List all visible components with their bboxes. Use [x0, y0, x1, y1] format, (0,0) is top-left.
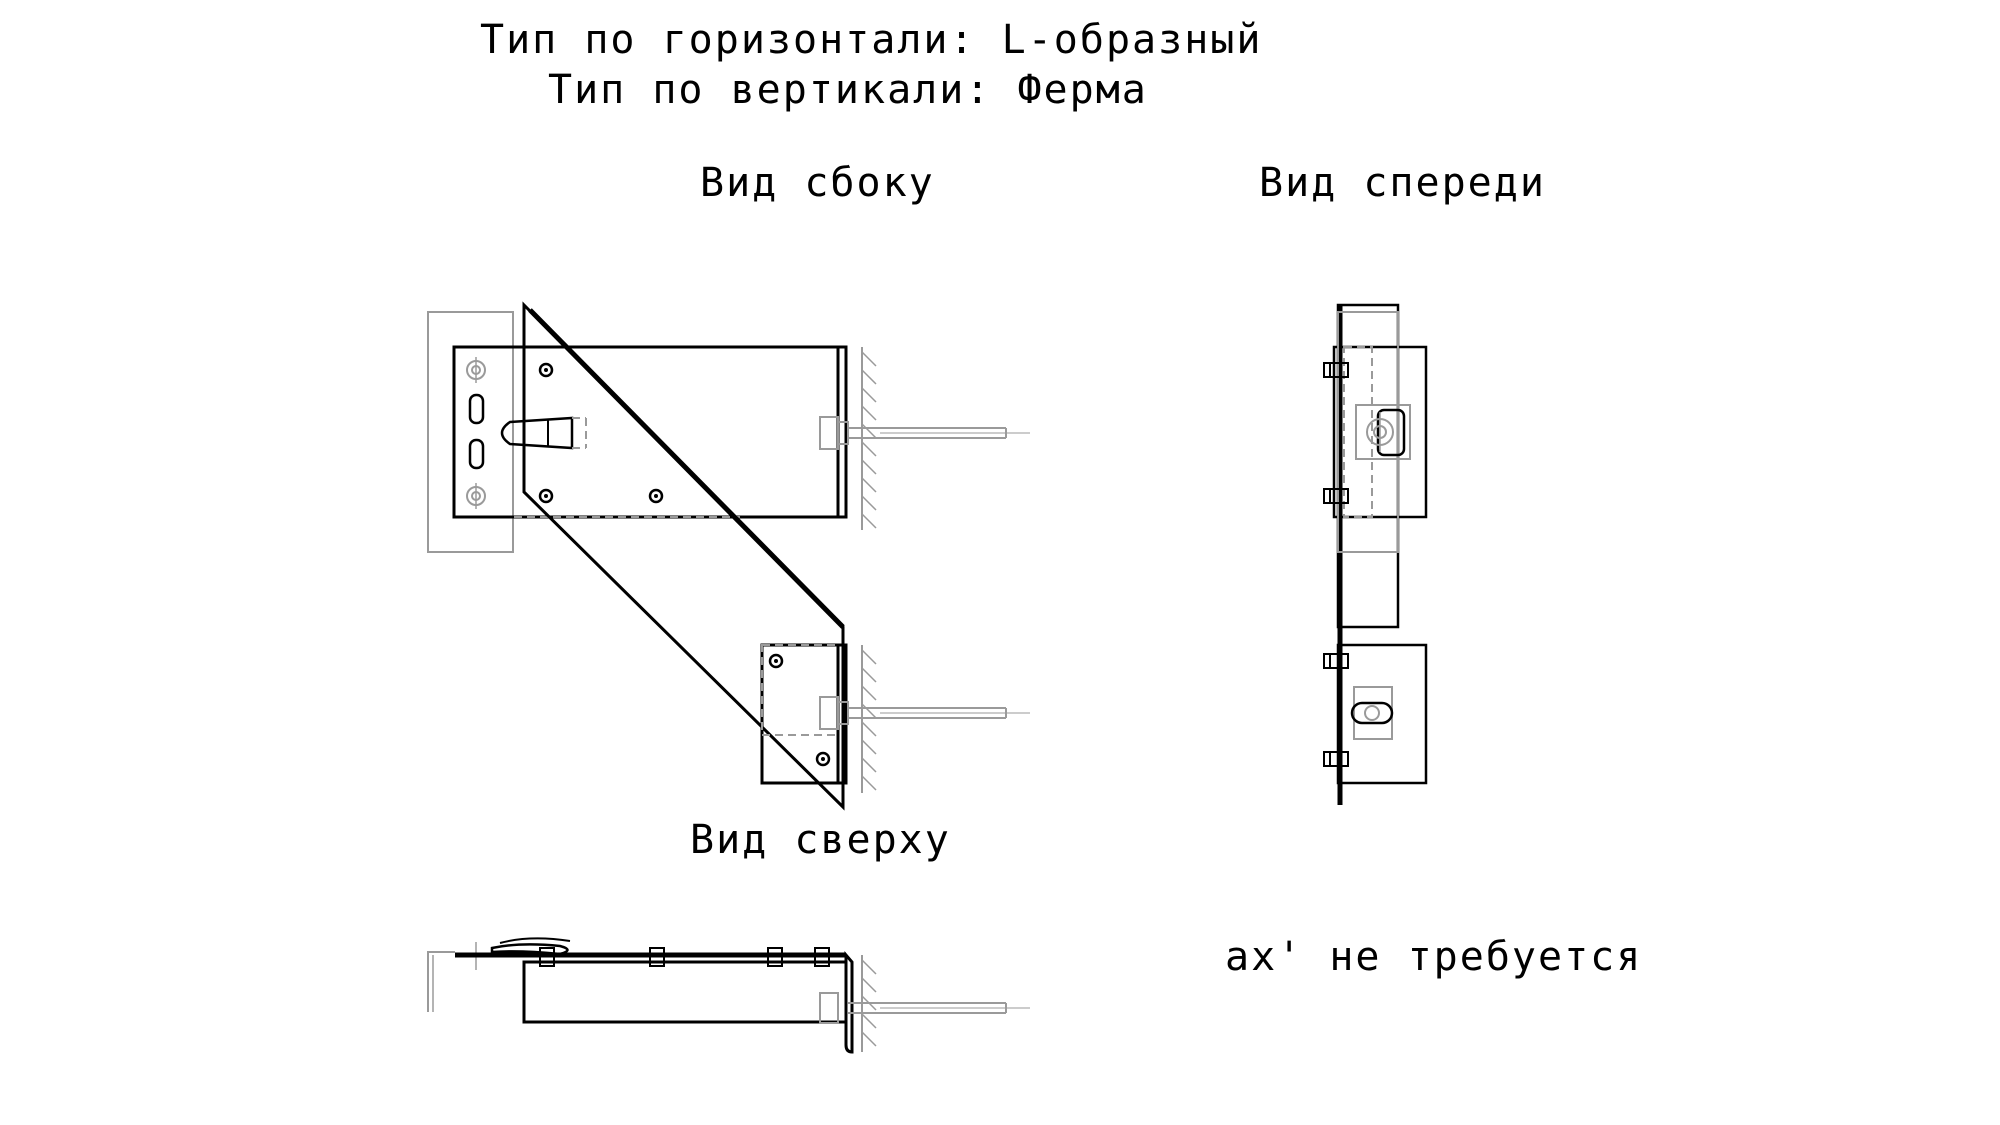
top-view	[427, 937, 1030, 1054]
side-bolt-1	[538, 362, 554, 378]
top-view-title: Вид сверху	[690, 817, 951, 863]
side-pivot-tongue	[500, 416, 574, 450]
top-bolt-2	[649, 947, 665, 967]
top-grey-angle	[427, 951, 455, 1012]
side-bolt-3	[648, 488, 664, 504]
front-bolt-lower-1	[1323, 653, 1349, 669]
side-grey-bolt-bottom	[466, 483, 486, 509]
top-bolt-4	[814, 947, 830, 967]
top-tongue	[490, 943, 569, 956]
ax-note: ax' не требуется	[1225, 934, 1643, 980]
side-back-plate	[427, 311, 514, 553]
side-slot-lower	[468, 438, 485, 470]
side-slot-upper	[468, 393, 485, 425]
side-grey-bolt-top	[466, 357, 486, 383]
side-view	[427, 301, 1030, 811]
front-view	[1323, 303, 1428, 805]
front-bolt-upper-1	[1323, 362, 1349, 378]
side-bolt-2	[538, 488, 554, 504]
top-bolt-1	[539, 947, 555, 967]
front-bolt-lower-2	[1323, 751, 1349, 767]
top-anchor	[819, 992, 1030, 1024]
top-main-plate	[522, 960, 848, 1024]
side-view-title: Вид сбоку	[700, 160, 935, 206]
side-diagonal-strut	[522, 301, 845, 811]
side-bolt-4	[768, 653, 784, 669]
front-upper-clamp	[1376, 408, 1406, 457]
vertical-type-label: Тип по вертикали: Ферма	[548, 67, 1148, 113]
front-bolt-upper-2	[1323, 488, 1349, 504]
front-strut	[1336, 303, 1400, 629]
top-bent-flange	[844, 950, 854, 1054]
front-upper-bracket	[1332, 345, 1428, 519]
front-lower-slot	[1350, 701, 1394, 725]
front-view-title: Вид спереди	[1259, 160, 1546, 206]
side-bolt-5	[815, 751, 831, 767]
front-lower-bracket	[1336, 643, 1428, 785]
front-grey-plate	[1337, 311, 1399, 553]
horizontal-type-label: Тип по горизонтали: L-образный	[480, 17, 1263, 63]
side-anchor-upper	[819, 416, 1030, 450]
side-anchor-lower	[819, 696, 1030, 730]
top-bolt-3	[767, 947, 783, 967]
